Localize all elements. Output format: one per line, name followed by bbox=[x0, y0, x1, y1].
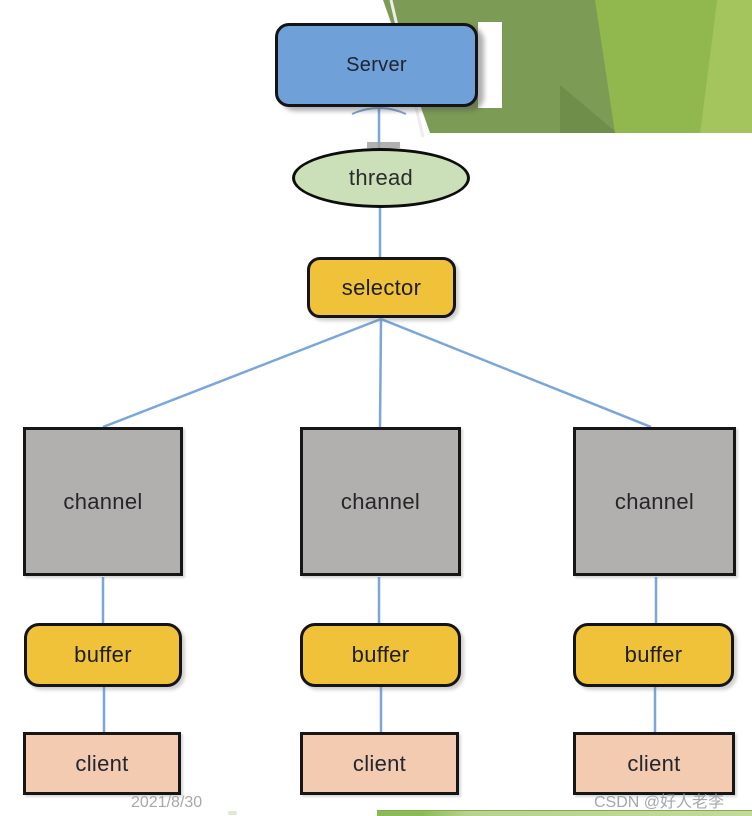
channel-label: channel bbox=[63, 488, 143, 514]
client-node-2: client bbox=[300, 732, 459, 795]
channel-label: channel bbox=[340, 488, 421, 514]
buffer-node-3: buffer bbox=[573, 623, 734, 687]
banner-dark-facet bbox=[560, 85, 617, 133]
buffer-label: buffer bbox=[624, 642, 683, 667]
date-stamp: 2021/8/30 bbox=[131, 794, 203, 811]
buffer-label: buffer bbox=[351, 642, 410, 667]
thread-node: thread bbox=[292, 148, 470, 208]
bottom-theme-bar bbox=[377, 810, 752, 816]
buffer-node-1: buffer bbox=[24, 623, 182, 687]
selector-node: selector bbox=[307, 257, 456, 318]
banner-bright-facet bbox=[595, 0, 717, 133]
server-node: Server bbox=[275, 23, 478, 107]
client-node-3: client bbox=[573, 732, 735, 795]
channel-node-1: channel bbox=[23, 427, 183, 576]
edge-selector-channel-3 bbox=[380, 317, 652, 429]
client-node-1: client bbox=[23, 732, 181, 795]
client-label: client bbox=[627, 750, 681, 776]
client-label: client bbox=[352, 750, 407, 776]
client-label: client bbox=[75, 750, 129, 776]
channel-node-3: channel bbox=[573, 427, 736, 576]
server-label: Server bbox=[346, 53, 407, 76]
channel-node-2: channel bbox=[300, 427, 461, 576]
bottom-smudge-artifact bbox=[228, 811, 237, 815]
ellipse-top-shadow-artifact bbox=[367, 142, 400, 148]
edge-selector-channel-1 bbox=[102, 317, 382, 429]
channel-label: channel bbox=[614, 488, 695, 514]
edge-selector-channel-2 bbox=[378, 318, 383, 428]
selector-label: selector bbox=[341, 274, 422, 300]
server-backing-card bbox=[478, 22, 502, 108]
csdn-watermark: CSDN @好人老李 bbox=[594, 794, 725, 811]
banner-light-facet bbox=[700, 0, 752, 133]
thread-label: thread bbox=[348, 165, 414, 190]
buffer-node-2: buffer bbox=[300, 623, 461, 687]
buffer-label: buffer bbox=[74, 642, 132, 667]
